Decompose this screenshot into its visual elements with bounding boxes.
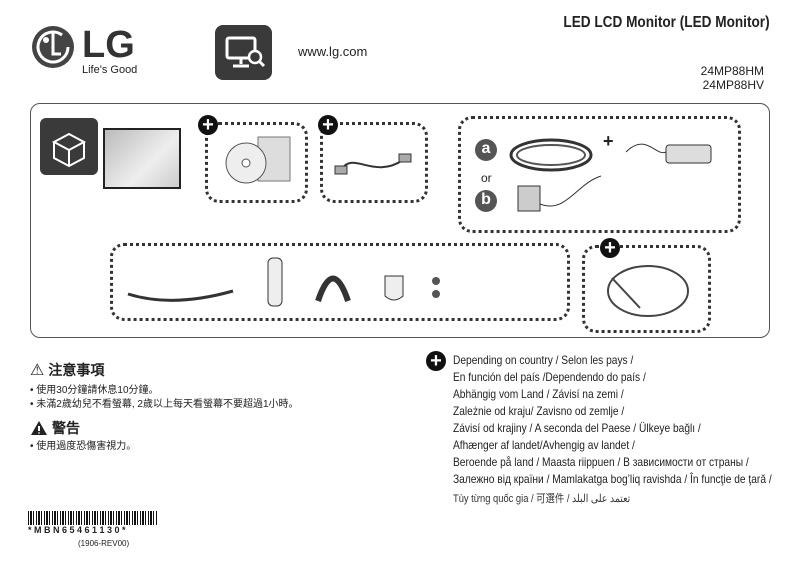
note-line: Tùy từng quốc gia / 可選件 / تعتمد على البل… (453, 493, 631, 505)
dsub-cable-icon (334, 153, 412, 175)
note-line: Závisí od krajiny / A seconda del Paese … (453, 421, 701, 435)
warning-title: 警告 (52, 420, 80, 436)
website[interactable]: www.lg.com (298, 44, 368, 59)
barcode (28, 511, 158, 525)
slogan: Life's Good (82, 64, 138, 76)
note-line: Depending on country / Selon les pays / (453, 353, 634, 367)
note-line: Afhænger af landet/Avhengig av landet / (453, 438, 635, 452)
brand-name: LG (82, 24, 135, 66)
caution-item: • 使用30分鐘請休息10分鐘。 (30, 385, 159, 396)
lg-face-icon (32, 26, 74, 68)
ac-adapter-icon (625, 143, 712, 164)
optional-plus-icon: + (600, 238, 620, 258)
barcode-number: * M B N 6 5 4 6 1 1 3 0 * (28, 525, 126, 535)
cable-box (320, 122, 428, 203)
caution-title: 注意事項 (48, 362, 105, 378)
option-a-badge: a (475, 139, 497, 161)
option-b-badge: b (475, 190, 497, 212)
monitor-image (103, 128, 181, 189)
warning-triangle-icon (31, 421, 47, 435)
optional-plus-icon: + (426, 351, 446, 371)
model-2: 24MP88HV (702, 78, 764, 92)
warning-item: • 使用過度恐傷害視力。 (30, 441, 137, 452)
cd-icon (225, 136, 291, 184)
caution-triangle-icon: ⚠ (30, 362, 45, 379)
power-cord-icon (509, 138, 593, 172)
lg-logo: LG Life's Good (30, 24, 137, 76)
cd-manual-box (205, 122, 308, 203)
optional-cable-box (582, 245, 711, 333)
monitor-icon (215, 25, 272, 80)
caution-text: 使用30分鐘請休息10分鐘。 (36, 385, 159, 396)
optional-plus-icon: + (318, 115, 338, 135)
or-label: or (481, 171, 492, 185)
note-line: Beroende på land / Maasta riippuen / В з… (453, 455, 749, 469)
stand-box (110, 243, 570, 321)
components-panel (30, 103, 770, 338)
hdmi-cable-icon (607, 265, 689, 317)
wall-adapter-icon (517, 175, 602, 212)
optional-plus-icon: + (198, 115, 218, 135)
power-box: a or b + (458, 116, 741, 233)
caution-heading: ⚠ 注意事項 (30, 360, 104, 380)
revision: (1906-REV00) (78, 539, 130, 548)
warning-heading: 警告 (30, 418, 80, 438)
model-1: 24MP88HM (700, 64, 764, 78)
note-line: Abhängig vom Land / Závisí na zemi / (453, 387, 624, 401)
caution-item: • 未滿2歲幼兒不看螢幕, 2歲以上每天看螢幕不要超過1小時。 (30, 399, 299, 410)
doc-title: LED LCD Monitor (LED Monitor) (563, 14, 770, 31)
caution-text: 未滿2歲幼兒不看螢幕, 2歲以上每天看螢幕不要超過1小時。 (36, 399, 299, 410)
box-icon (40, 118, 98, 175)
note-line: Залежно від країни / Mamlakatga bog’liq … (453, 472, 772, 486)
note-line: Zależnie od kraju/ Zavisno od zemlje / (453, 404, 625, 418)
note-line: En función del país /Dependendo do país … (453, 370, 646, 384)
warning-text: 使用過度恐傷害視力。 (36, 441, 137, 452)
plus-sign: + (603, 131, 614, 151)
stand-parts-icon (127, 257, 440, 307)
